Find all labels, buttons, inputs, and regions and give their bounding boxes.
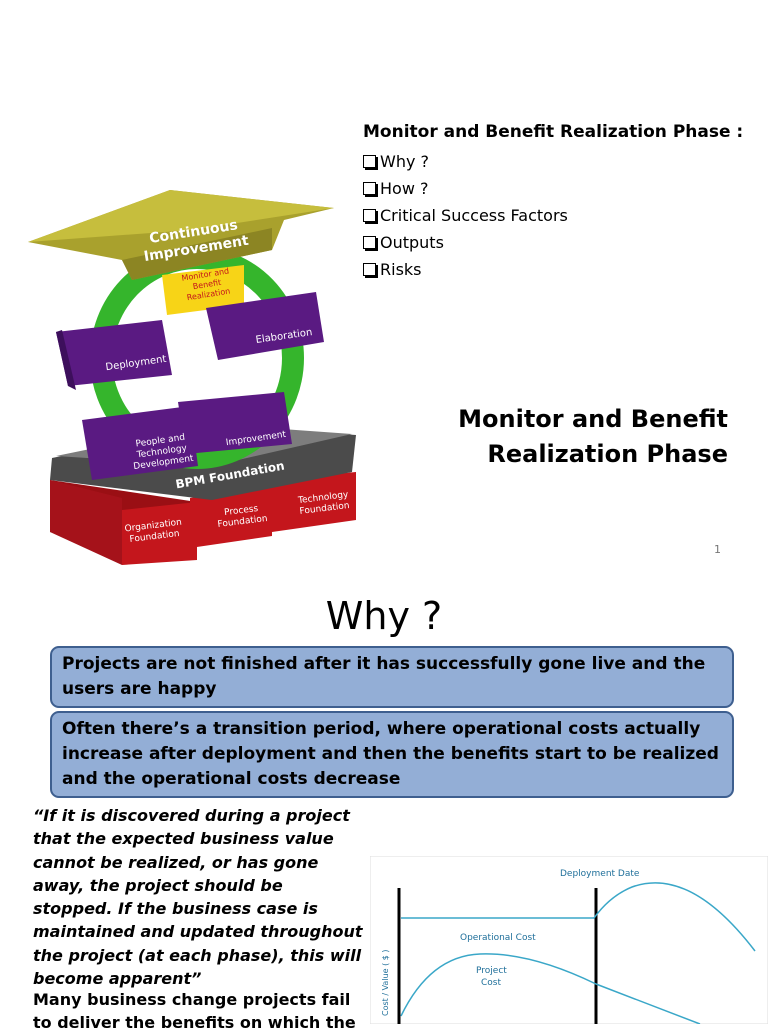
monitor-block: [162, 265, 244, 315]
chart-frame: [370, 856, 768, 1024]
elaboration-block: [206, 292, 324, 360]
agenda-item-label: Critical Success Factors: [380, 205, 568, 225]
project-cost-label: Cost: [481, 978, 501, 988]
project-cost-curve: [400, 953, 701, 1024]
slide-1: Continuous Improvement Monitor and Benef…: [28, 122, 744, 565]
project-cost-label: Project: [476, 966, 507, 976]
checkbox-icon: [363, 182, 376, 195]
agenda-item: Outputs: [363, 229, 568, 256]
cost-chart: Deployment Date Operational Cost Project…: [370, 856, 768, 1024]
agenda-item: Why ?: [363, 148, 568, 175]
checkbox-icon: [363, 209, 376, 222]
checkbox-icon: [363, 236, 376, 249]
agenda-item-label: Risks: [380, 259, 422, 279]
deployment-date-label: Deployment Date: [560, 869, 640, 879]
agenda-item-label: Outputs: [380, 232, 444, 252]
checkbox-icon: [363, 263, 376, 276]
agenda-item-label: Why ?: [380, 151, 430, 171]
foundation-blocks: [50, 472, 356, 565]
slide-2: Why ? Projects are not finished after it…: [0, 580, 768, 1032]
y-axis-label: Cost / Value ( $ ): [381, 950, 390, 1017]
checkbox-icon: [363, 155, 376, 168]
phase-title-line: Monitor and Benefit: [458, 405, 728, 433]
bpm-framework-diagram: [28, 190, 356, 565]
callout-box-2: Often there’s a transition period, where…: [50, 711, 734, 798]
agenda-list: Why ? How ? Critical Success Factors Out…: [363, 148, 568, 283]
agenda-item: Risks: [363, 256, 568, 283]
agenda-title: Monitor and Benefit Realization Phase :: [363, 122, 744, 142]
agenda-item: Critical Success Factors: [363, 202, 568, 229]
phase-title: Monitor and Benefit Realization Phase: [408, 402, 728, 472]
deployment-block: [56, 320, 172, 390]
improvement-block: [178, 392, 292, 454]
operational-cost-line: [401, 882, 756, 952]
quote-text: “If it is discovered during a project th…: [33, 806, 363, 989]
operational-cost-label: Operational Cost: [460, 933, 536, 943]
callout-box-1: Projects are not finished after it has s…: [50, 646, 734, 708]
agenda-item: How ?: [363, 175, 568, 202]
agenda-item-label: How ?: [380, 178, 429, 198]
slide-heading: Why ?: [325, 594, 443, 638]
phase-title-line: Realization Phase: [487, 440, 728, 468]
people-block: [82, 406, 198, 480]
body-text: Many business change projects fail to de…: [33, 990, 356, 1032]
page-number: 1: [714, 543, 721, 556]
